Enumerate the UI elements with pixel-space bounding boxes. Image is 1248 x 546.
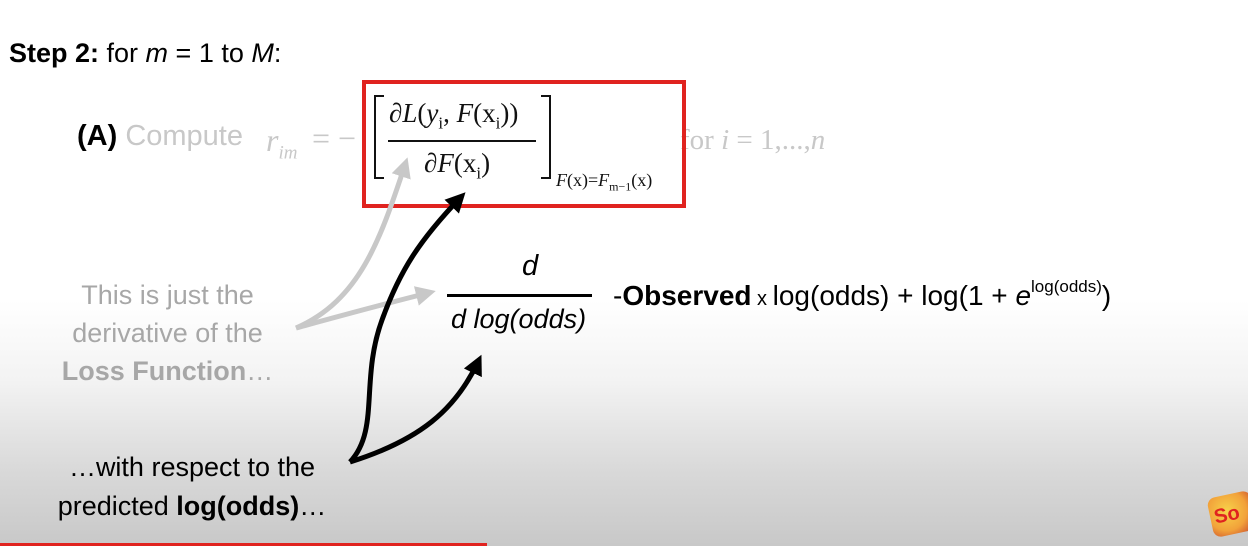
gray-arrow-to-d-fraction <box>295 286 436 331</box>
func-F: F <box>437 148 454 178</box>
index-n: n <box>810 124 826 156</box>
func-F: F <box>456 98 474 128</box>
times-sign: x <box>751 288 773 310</box>
ellipsis: … <box>299 491 327 521</box>
right-bracket <box>541 95 551 179</box>
log-odds-note: …with respect to the predicted log(odds)… <box>22 448 362 526</box>
log-odds-term: log(odds) + log(1 + <box>772 280 1016 311</box>
ellipsis: … <box>246 356 274 386</box>
left-bracket <box>374 95 384 179</box>
step-heading: Step 2: for m = 1 to M: <box>9 38 281 69</box>
step-variable-M: M <box>251 38 274 68</box>
note-line: …with respect to the <box>68 452 316 482</box>
step-label: Step 2: <box>9 38 100 68</box>
var-y: y <box>426 98 439 128</box>
sub-i: i <box>495 113 501 133</box>
residual-subscript: im <box>278 142 298 164</box>
observed-label: Observed <box>622 280 752 311</box>
paren: )) <box>500 98 519 128</box>
minus-sign: - <box>613 280 623 311</box>
residual-symbol: rim <box>266 122 297 164</box>
loss-function-expression: -Observed x log(odds) + log(1 + elog(odd… <box>613 277 1111 312</box>
e-constant: e <box>1015 280 1032 311</box>
fraction-bar <box>388 140 536 142</box>
partial-symbol: ∂ <box>424 148 438 178</box>
var-x: (x <box>453 148 477 178</box>
eval-x: (x)= <box>567 170 599 190</box>
func-F: F <box>598 170 610 190</box>
part-a-label: (A) Compute <box>77 120 243 153</box>
residual-r: r <box>266 122 279 158</box>
highlight-box <box>362 80 686 208</box>
note-line: derivative of the <box>72 318 263 348</box>
sub-m-minus-1: m−1 <box>609 179 632 194</box>
step-variable-m: m <box>145 38 169 68</box>
comma: , <box>443 98 457 128</box>
loss-function-bold: Loss Function <box>61 356 247 386</box>
partial-symbol: ∂ <box>389 98 403 128</box>
loss-L: L <box>402 98 418 128</box>
equals-minus: = − <box>312 120 357 156</box>
log-odds-bold: log(odds) <box>176 491 300 521</box>
func-F: F <box>556 170 567 190</box>
channel-logo[interactable]: So <box>1206 489 1248 539</box>
var-x: (x <box>473 98 496 128</box>
exponent: log(odds) <box>1031 277 1102 296</box>
step-text: = 1 to <box>168 38 252 68</box>
video-progress-bar[interactable] <box>0 543 487 546</box>
black-arrow-to-derivative <box>348 192 466 464</box>
step-text: : <box>273 38 282 68</box>
eval-x: (x) <box>631 170 653 190</box>
evaluation-subscript: F(x)=Fm−1(x) <box>556 170 652 195</box>
paren: ) <box>1101 280 1112 311</box>
compute-text: Compute <box>117 120 243 152</box>
index-i: i <box>721 124 730 156</box>
index-range: for i = 1,...,n <box>680 124 825 157</box>
d-fraction-bar <box>447 294 592 297</box>
d-numerator: d <box>522 250 539 282</box>
step-text: for <box>99 38 146 68</box>
note-text: predicted <box>57 491 177 521</box>
paren: ) <box>481 148 491 178</box>
note-line: predicted log(odds)… <box>22 487 362 526</box>
note-line: This is just the <box>81 280 254 310</box>
derivative-numerator: ∂L(yi, F(xi)) <box>389 98 518 133</box>
range-text: = 1,..., <box>729 124 811 156</box>
paren: ( <box>417 98 427 128</box>
sub-i: i <box>438 113 444 133</box>
derivative-denominator: ∂F(xi) <box>424 148 490 183</box>
note-line: Loss Function… <box>40 352 295 390</box>
part-a-marker: (A) <box>77 120 118 152</box>
black-arrow-to-d-log-odds <box>349 354 482 465</box>
d-denominator: d log(odds) <box>451 304 587 334</box>
sub-i: i <box>476 163 482 183</box>
gray-arrow-to-derivative <box>294 157 411 331</box>
